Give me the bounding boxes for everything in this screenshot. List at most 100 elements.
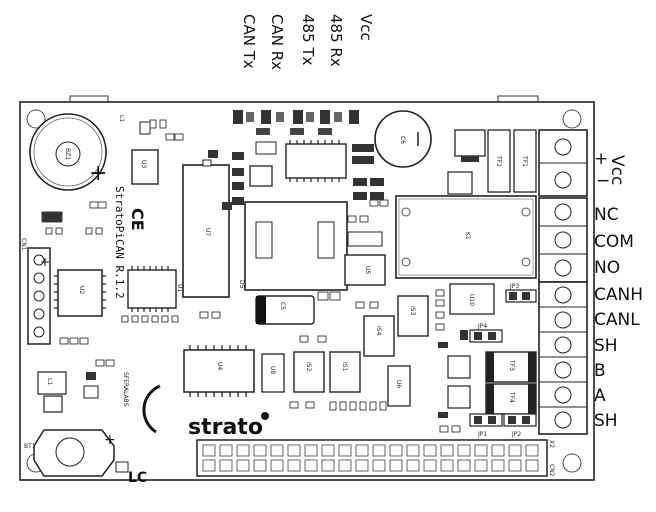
svg-text:+: + <box>40 255 50 269</box>
header-pin <box>202 444 216 457</box>
svg-text:JP3: JP3 <box>509 283 519 290</box>
jumper-jp4: JP4 <box>469 323 503 343</box>
crystal-y1: L1 <box>37 371 99 399</box>
header-pin <box>304 444 318 457</box>
header-pin <box>372 444 386 457</box>
svg-text:+: + <box>89 161 107 186</box>
terminal-label-nc: NC <box>594 205 619 225</box>
board-name: StratoPiCAN R.1.2 <box>113 186 126 299</box>
svg-text:C5: C5 <box>279 302 286 310</box>
label-can-tx: CAN Tx <box>240 14 258 69</box>
terminal-label-sh-1: SH <box>594 336 618 356</box>
header-pin <box>338 459 352 472</box>
header-pin <box>253 444 267 457</box>
ic-u1: U1 <box>127 266 183 312</box>
terminal-label-com: COM <box>594 232 634 252</box>
label-vcc-top: Vcc <box>357 14 375 41</box>
ic-u2: U2 <box>54 269 106 317</box>
header-pin <box>423 444 437 457</box>
svg-text:TF3: TF3 <box>508 359 515 371</box>
header-pin <box>270 444 284 457</box>
header-pin <box>355 444 369 457</box>
small-passives <box>41 119 461 433</box>
maker-text: SFERALABS <box>122 372 129 407</box>
header-pin <box>508 459 522 472</box>
transil-tf2: TF2 <box>487 129 511 193</box>
header-pin <box>491 459 505 472</box>
svg-text:U10: U10 <box>468 294 475 306</box>
terminal-label-b: B <box>594 361 606 381</box>
header-pin <box>423 459 437 472</box>
svg-text:CN2: CN2 <box>548 464 555 477</box>
isolator-is3: IS3 <box>397 295 429 337</box>
terminal-labels: NC COM NO CANH CANL SH B A SH <box>594 205 643 431</box>
svg-text:D5: D5 <box>238 280 245 289</box>
terminal-block-x2: X2 <box>538 281 588 448</box>
ic-u10: U10 <box>449 283 495 315</box>
svg-text:JP4: JP4 <box>477 323 487 330</box>
header-pin <box>406 459 420 472</box>
svg-text:U5: U5 <box>364 266 371 274</box>
header-pin <box>270 459 284 472</box>
diode-column <box>232 152 273 205</box>
svg-text:K1: K1 <box>464 232 471 240</box>
label-485-tx: 485 Tx <box>299 14 317 66</box>
svg-text:U8: U8 <box>269 366 276 374</box>
header-pin <box>406 444 420 457</box>
connector-cn1: CN1 + <box>20 238 51 345</box>
svg-text:U3: U3 <box>140 160 147 168</box>
svg-text:IS1: IS1 <box>341 362 348 372</box>
ce-mark: CE <box>128 208 147 231</box>
isolator-is4: IS4 <box>363 315 395 357</box>
inductor-l1: D5 <box>238 201 348 291</box>
svg-text:TF1: TF1 <box>521 155 528 167</box>
lc-label: LC <box>128 470 147 486</box>
jumper-jp1: JP1 <box>469 413 503 438</box>
header-pin <box>287 459 301 472</box>
header-pin <box>236 459 250 472</box>
header-pin <box>236 444 250 457</box>
terminal-block-x3 <box>538 197 588 283</box>
header-pin <box>338 444 352 457</box>
strato-logo: strato <box>188 415 263 440</box>
svg-text:L1: L1 <box>46 378 53 385</box>
header-pin <box>202 459 216 472</box>
header-pin <box>457 459 471 472</box>
header-pin <box>321 444 335 457</box>
svg-text:TF2: TF2 <box>495 155 502 167</box>
header-pin <box>525 459 539 472</box>
ic-u4: U4 <box>183 345 255 397</box>
ic-u9 <box>43 395 63 413</box>
svg-text:CN1: CN1 <box>20 238 27 251</box>
diode-d2 <box>447 171 473 195</box>
svg-text:BT1: BT1 <box>24 443 36 450</box>
header-pin <box>440 444 454 457</box>
capacitor-c6: C6 <box>374 110 432 168</box>
ic-u3: U3 L1 <box>118 115 159 185</box>
jumper-jp3: JP3 <box>505 283 537 303</box>
svg-text:C6: C6 <box>399 136 406 144</box>
connector-cn2: CN2 <box>196 439 555 477</box>
header-pin <box>287 444 301 457</box>
transil-tf1: TF1 <box>513 129 537 193</box>
header-pin <box>525 444 539 457</box>
header-pin <box>389 459 403 472</box>
svg-text:IS4: IS4 <box>375 326 382 336</box>
header-pin <box>304 459 318 472</box>
svg-text:U4: U4 <box>216 362 223 370</box>
mounting-hole-tr <box>562 109 582 129</box>
svg-text:U7: U7 <box>204 228 211 236</box>
ic-u5: U5 <box>344 231 386 286</box>
terminal-label-canh: CANH <box>594 285 643 305</box>
header-pin <box>355 459 369 472</box>
vcc-terminal-labels: + − Vcc <box>594 149 627 191</box>
transil-tf4: TF4 <box>485 383 537 415</box>
vcc-plus-sign: + <box>594 149 608 169</box>
label-can-rx: CAN Rx <box>268 14 286 70</box>
small-dark-passives <box>86 150 468 380</box>
buzzer-label: BZ1 <box>64 148 71 160</box>
header-pin <box>508 444 522 457</box>
header-pin <box>457 444 471 457</box>
header-pin <box>440 459 454 472</box>
